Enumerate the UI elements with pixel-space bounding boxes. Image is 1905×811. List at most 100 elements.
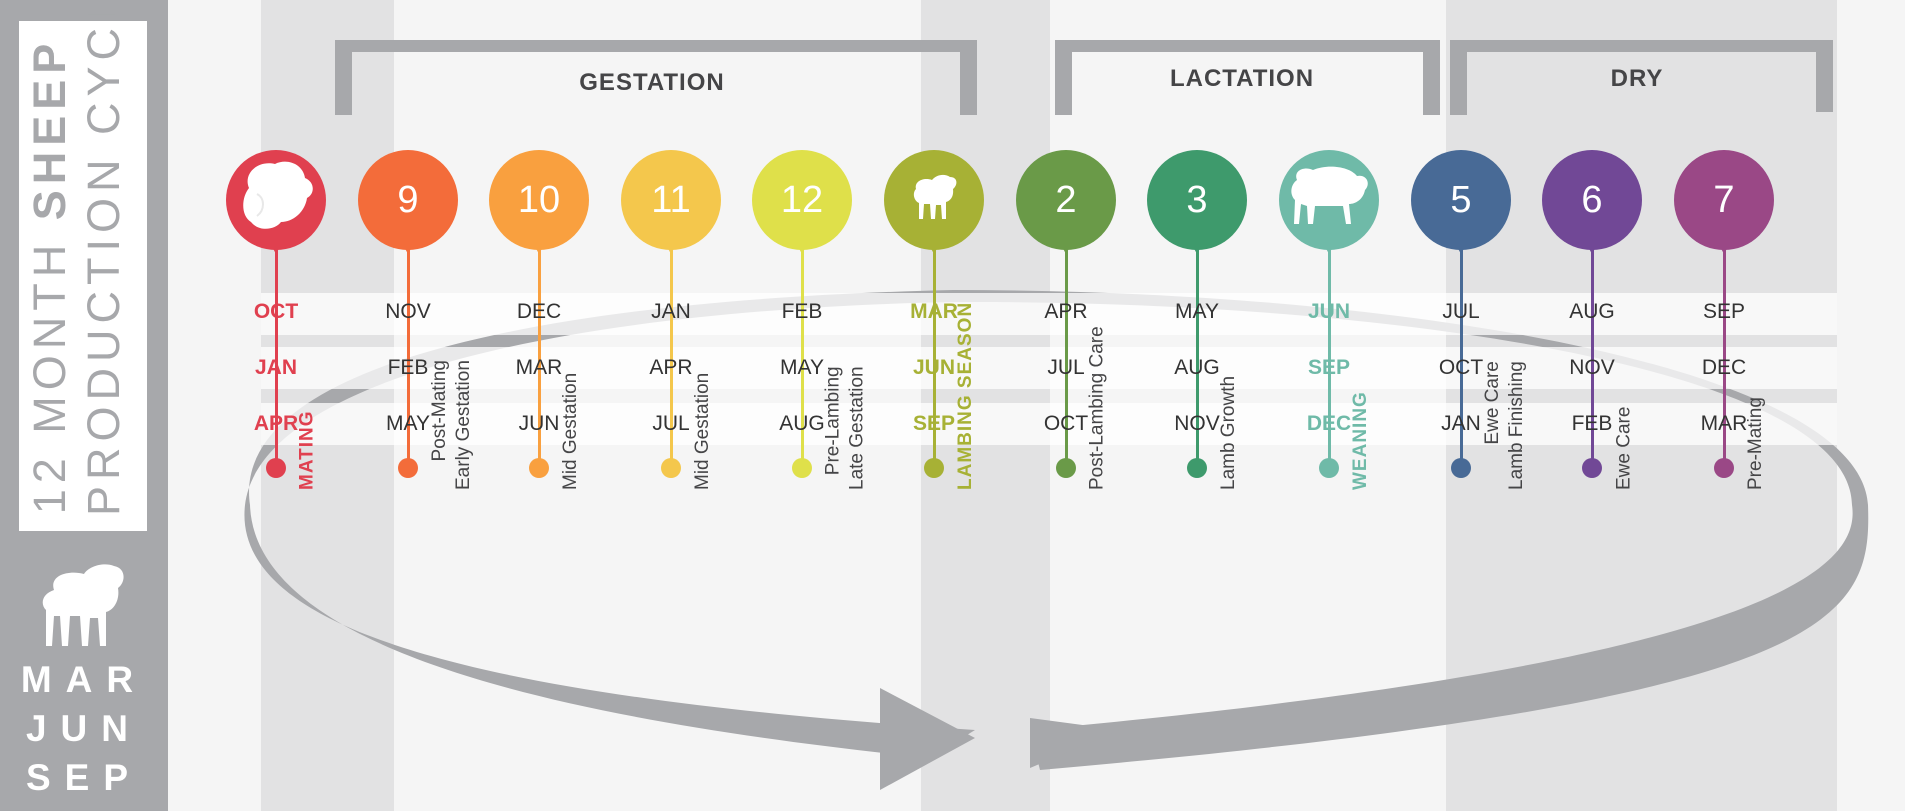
title-line2: PRODUCTION CYCLE [78, 0, 129, 516]
month-label: APR [1044, 300, 1088, 323]
activity-line: Late Gestation [847, 366, 868, 490]
month-label: JUL [1047, 356, 1085, 379]
marker-tail [1185, 232, 1209, 254]
stage-number: 10 [517, 178, 561, 221]
stage-marker: 11 [621, 150, 721, 250]
month-label: SEP [912, 412, 956, 435]
activity-label: WEANING [1309, 391, 1371, 680]
stage-dot [1451, 458, 1471, 478]
stage-stem [932, 225, 936, 468]
arrow-head-left [880, 688, 975, 790]
month-label: AUG [779, 412, 825, 435]
month-label: APR [649, 356, 693, 379]
marker-tail [790, 232, 814, 254]
phase-brackets [335, 40, 1833, 115]
activity-line: MATING [297, 410, 318, 490]
stage-stem [1590, 225, 1594, 468]
stage-dot [924, 458, 944, 478]
activity-line: Early Gestation [453, 360, 474, 490]
title-prefix: 12 MONTH [24, 220, 75, 515]
stage-stem [274, 225, 278, 468]
marker-tail [1054, 232, 1078, 254]
month-label: JUN [518, 412, 560, 435]
month-label: AUG [1569, 300, 1615, 323]
activity-label: Mid Gestation [519, 373, 581, 680]
stage-number: 9 [397, 178, 419, 221]
stage-dot [1714, 458, 1734, 478]
sidebar-months: MAR JUN SEP [0, 655, 168, 802]
lamb-icon [42, 564, 124, 646]
activity-line: Pre-Mating [1745, 397, 1766, 490]
marker-tail [659, 232, 683, 254]
stage-dot [792, 458, 812, 478]
activity-label: Pre-Mating [1704, 397, 1766, 680]
sidebar-month: JUN [25, 708, 143, 749]
stage-stem [1064, 225, 1068, 468]
stage-stem [1722, 225, 1726, 468]
marker-tail [1712, 232, 1736, 254]
month-label: JUL [1442, 300, 1480, 323]
month-label: MAR [910, 300, 958, 323]
month-label: JUN [912, 356, 955, 379]
phase-label-gestation: GESTATION [579, 69, 725, 96]
month-label: JAN [254, 356, 297, 379]
stage-stem [1327, 225, 1331, 468]
stage-stem [406, 225, 410, 468]
month-label: MAY [386, 412, 430, 435]
lamb-icon [906, 167, 962, 233]
month-label: NOV [1174, 412, 1220, 435]
month-label: FEB [1571, 412, 1613, 435]
stage-marker [884, 150, 984, 250]
activity-line: Mid Gestation [692, 372, 713, 490]
month-label: OCT [253, 300, 299, 323]
page-title: 12 MONTH SHEEP PRODUCTION CYCLE [23, 0, 143, 516]
stage-number: 2 [1055, 178, 1077, 221]
activity-line: Ewe Care [1482, 361, 1503, 445]
stage-stem [537, 225, 541, 468]
activity-label: Ewe Care [1572, 407, 1634, 680]
month-label: DEC [516, 300, 562, 323]
month-label: MAY [1175, 300, 1219, 323]
marker-tail [396, 232, 420, 254]
activity-label: Post-Lambing Care [1046, 326, 1108, 680]
marker-tail [1580, 232, 1604, 254]
activity-line: Lamb Growth [1218, 375, 1239, 490]
stage-stem [669, 225, 673, 468]
sheep-icon [1287, 160, 1371, 240]
month-row-band [261, 347, 1837, 389]
stage-number: 7 [1713, 178, 1735, 221]
stage-number: 6 [1581, 178, 1603, 221]
activity-label: LAMBING SEASON [914, 302, 976, 680]
month-label: FEB [387, 356, 429, 379]
marker-tail [1449, 232, 1473, 254]
month-row-band [261, 403, 1837, 445]
stage-marker: 6 [1542, 150, 1642, 250]
month-label: JAN [1441, 412, 1481, 435]
month-label: NOV [1569, 356, 1615, 379]
month-label: DEC [1701, 356, 1747, 379]
stage-dot [529, 458, 549, 478]
activity-label: Mid Gestation [651, 373, 713, 680]
sidebar-month: SEP [25, 757, 143, 798]
activity-line: Post-Mating [429, 360, 450, 462]
month-label: JAN [651, 300, 691, 323]
stage-stem [800, 225, 804, 468]
activity-label: MATING [256, 410, 318, 680]
title-box [19, 21, 147, 531]
month-label: OCT [1438, 356, 1484, 379]
month-label: SEP [1702, 300, 1746, 323]
stage-dot [266, 458, 286, 478]
month-label: MAR [1700, 412, 1748, 435]
stage-dot [1187, 458, 1207, 478]
title-bold: SHEEP [24, 37, 75, 221]
activity-line: Post-Lambing Care [1087, 326, 1108, 490]
marker-tail [922, 232, 946, 254]
